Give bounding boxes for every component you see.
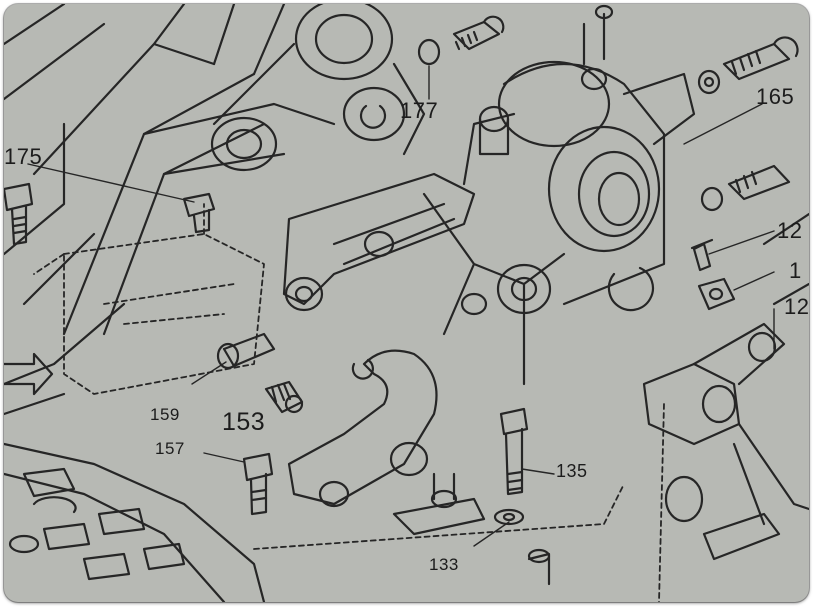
callout-165: 165 xyxy=(756,84,795,109)
bolt-157 xyxy=(242,452,274,516)
screw-top-center xyxy=(417,15,505,66)
dashed-assembly-outline xyxy=(33,203,665,602)
callout-12-upper: 12 xyxy=(777,218,803,243)
callout-157: 157 xyxy=(155,439,185,458)
leader-lines xyxy=(27,65,775,547)
callout-1: 1 xyxy=(789,258,802,283)
right-fasteners xyxy=(690,36,799,311)
right-clamp-block xyxy=(642,212,809,561)
arrow-pointer xyxy=(4,352,54,396)
callout-153: 153 xyxy=(222,408,266,436)
pin-159 xyxy=(216,332,276,370)
callout-133: 133 xyxy=(429,555,459,574)
bolt-135 xyxy=(499,407,529,496)
left-frame-webs xyxy=(4,4,336,416)
bolt-175 xyxy=(4,182,216,246)
callout-12-lower: 12 xyxy=(784,294,809,319)
center-bracket-arm xyxy=(282,112,566,386)
callout-177: 177 xyxy=(400,98,439,123)
setscrew-153 xyxy=(264,380,304,414)
top-bearing-housing xyxy=(210,4,426,172)
callout-159: 159 xyxy=(150,405,180,424)
exploded-parts-drawing xyxy=(4,4,809,602)
main-bearing-housing xyxy=(478,4,696,312)
lower-left-panel xyxy=(4,442,266,602)
callout-135: 135 xyxy=(556,461,588,481)
curved-lever xyxy=(287,349,438,508)
callout-175: 175 xyxy=(4,144,43,169)
base-plate xyxy=(392,472,551,586)
washer-133 xyxy=(493,508,525,526)
diagram-photo: 177 165 175 12 1 12 159 153 157 135 133 xyxy=(4,4,809,602)
